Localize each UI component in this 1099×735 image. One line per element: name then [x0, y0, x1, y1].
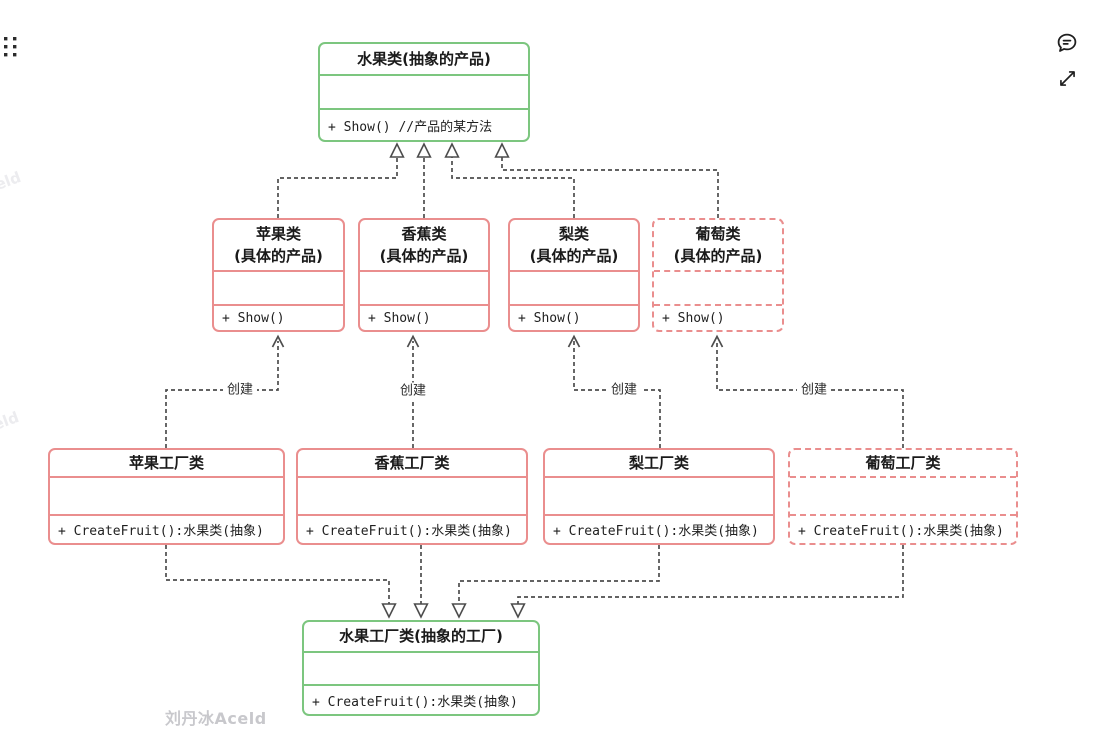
class-title-text: 水果工厂类(抽象的工厂)	[339, 627, 503, 646]
methods-compartment: + Show()	[662, 310, 725, 326]
class-title: 水果工厂类(抽象的工厂)	[304, 622, 538, 653]
attributes-compartment	[304, 653, 538, 686]
class-title: 香蕉类 (具体的产品)	[360, 220, 488, 272]
attributes-compartment	[510, 272, 638, 306]
methods-compartment: + Show()	[222, 310, 285, 326]
edge-label-create-pear[interactable]: 创建	[606, 381, 642, 399]
class-title: 香蕉工厂类	[298, 450, 526, 478]
class-title-text: 水果类(抽象的产品)	[357, 49, 491, 68]
methods-compartment: + CreateFruit():水果类(抽象)	[553, 524, 759, 539]
methods-compartment: + Show()	[368, 310, 431, 326]
class-title: 苹果类 (具体的产品)	[214, 220, 343, 272]
attributes-compartment	[298, 478, 526, 516]
attributes-compartment	[360, 272, 488, 306]
attributes-compartment	[320, 76, 528, 110]
class-title: 苹果工厂类	[50, 450, 283, 478]
class-box-grape-factory[interactable]: 葡萄工厂类 + CreateFruit():水果类(抽象)	[788, 448, 1018, 545]
class-box-banana-factory[interactable]: 香蕉工厂类 + CreateFruit():水果类(抽象)	[296, 448, 528, 545]
class-title-text: 葡萄工厂类	[865, 453, 941, 472]
class-box-pear-factory[interactable]: 梨工厂类 + CreateFruit():水果类(抽象)	[543, 448, 775, 545]
class-box-fruit-factory[interactable]: 水果工厂类(抽象的工厂) + CreateFruit():水果类(抽象)	[302, 620, 540, 716]
methods-compartment: + CreateFruit():水果类(抽象)	[312, 694, 518, 710]
class-title: 水果类(抽象的产品)	[320, 44, 528, 76]
attributes-compartment	[50, 478, 283, 516]
class-title-text: 苹果工厂类	[128, 453, 204, 472]
class-title: 葡萄工厂类	[790, 450, 1016, 478]
class-title: 梨工厂类	[545, 450, 773, 478]
class-title-text: 梨类	[558, 224, 589, 243]
methods-compartment: + Show() //产品的某方法	[328, 119, 493, 135]
class-box-grape[interactable]: 葡萄类 (具体的产品) + Show()	[652, 218, 784, 332]
class-title-text: 苹果类	[255, 224, 301, 243]
watermark-fragment: eld	[0, 408, 22, 434]
watermark-author: 刘丹冰Aceld	[165, 709, 267, 728]
edge-label-create-grape[interactable]: 创建	[796, 381, 832, 399]
attributes-compartment	[790, 478, 1016, 516]
attributes-compartment	[545, 478, 773, 516]
edge-label-create-banana[interactable]: 创建	[395, 382, 431, 400]
expand-icon[interactable]	[1057, 68, 1078, 89]
class-title-text: 香蕉类	[401, 224, 447, 243]
watermark-fragment: eld	[0, 168, 24, 194]
class-box-apple[interactable]: 苹果类 (具体的产品) + Show()	[212, 218, 345, 332]
class-title-text: 香蕉工厂类	[374, 453, 450, 472]
methods-compartment: + CreateFruit():水果类(抽象)	[58, 524, 264, 539]
class-subtitle-text: (具体的产品)	[234, 247, 323, 265]
methods-compartment: + Show()	[518, 310, 581, 326]
class-title-text: 梨工厂类	[628, 453, 689, 472]
class-subtitle-text: (具体的产品)	[529, 247, 619, 265]
class-title-text: 葡萄类	[695, 224, 741, 243]
class-box-fruit[interactable]: 水果类(抽象的产品) + Show() //产品的某方法	[318, 42, 530, 142]
class-title: 葡萄类 (具体的产品)	[654, 220, 782, 272]
class-subtitle-text: (具体的产品)	[673, 247, 763, 265]
class-box-banana[interactable]: 香蕉类 (具体的产品) + Show()	[358, 218, 490, 332]
attributes-compartment	[654, 272, 782, 306]
class-box-pear[interactable]: 梨类 (具体的产品) + Show()	[508, 218, 640, 332]
methods-compartment: + CreateFruit():水果类(抽象)	[798, 524, 1004, 539]
methods-compartment: + CreateFruit():水果类(抽象)	[306, 524, 512, 539]
class-title: 梨类 (具体的产品)	[510, 220, 638, 272]
class-box-apple-factory[interactable]: 苹果工厂类 + CreateFruit():水果类(抽象)	[48, 448, 285, 545]
edge-label-create-apple[interactable]: 创建	[222, 381, 258, 399]
drag-handle-icon[interactable]	[4, 36, 19, 58]
class-subtitle-text: (具体的产品)	[379, 247, 469, 265]
attributes-compartment	[214, 272, 343, 306]
comment-icon[interactable]	[1055, 31, 1079, 55]
